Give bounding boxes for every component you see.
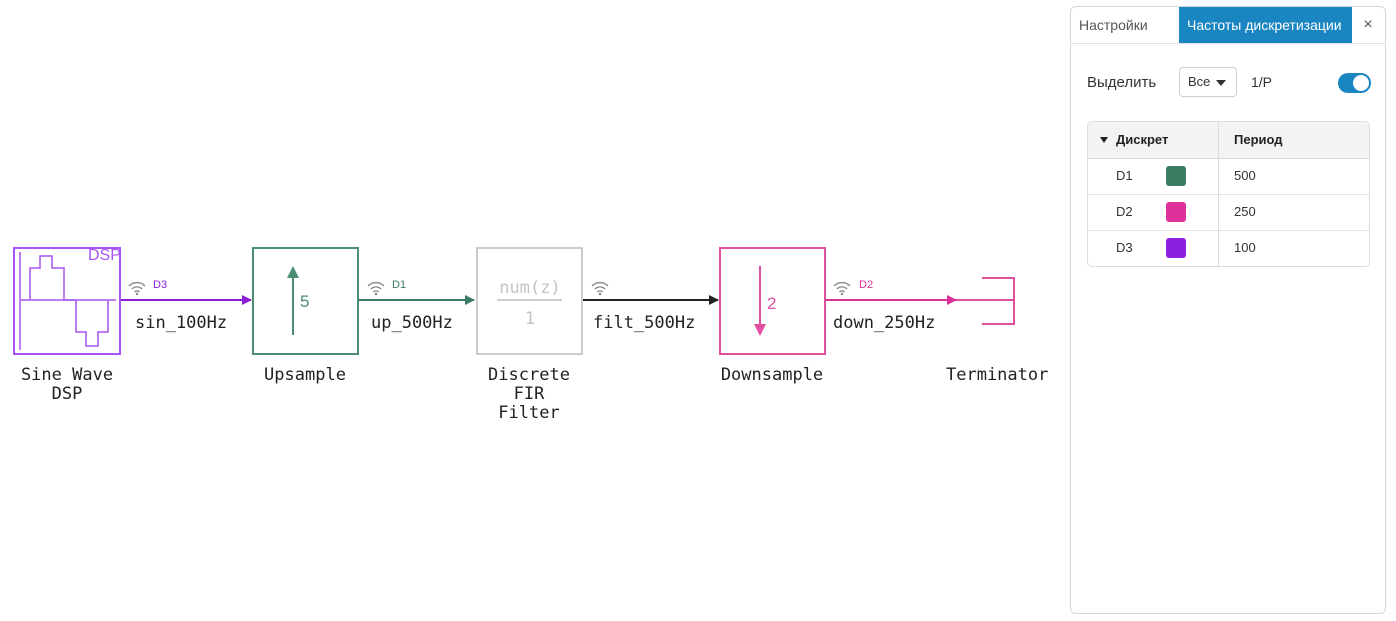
rate-color-swatch[interactable] — [1166, 202, 1186, 222]
block-label-terminator: Terminator — [946, 365, 1049, 385]
signal-label-down[interactable]: down_250Hz — [833, 313, 936, 333]
wifi-icon — [128, 281, 146, 296]
rates-table: Дискрет Период D1 500 D2 250 D3 100 — [1087, 121, 1370, 267]
upsample-factor: 5 — [300, 292, 310, 311]
table-row[interactable]: D2 250 — [1088, 194, 1369, 231]
diagram-svg — [13, 247, 1015, 355]
rate-color-swatch[interactable] — [1166, 166, 1186, 186]
dsp-badge: DSP — [88, 247, 121, 264]
close-icon[interactable]: × — [1363, 16, 1373, 33]
rate-period: 100 — [1234, 240, 1256, 255]
fir-numerator: num(z) — [499, 278, 561, 298]
model-canvas[interactable]: DSP 5 num(z) 1 2 D3 D1 D2 sin_100Hz up_5… — [0, 0, 1070, 621]
sine-wave-block[interactable] — [13, 247, 121, 355]
fir-denominator: 1 — [524, 309, 536, 329]
signal-label-sin[interactable]: sin_100Hz — [135, 313, 228, 333]
wifi-icon — [833, 281, 851, 296]
rate-tag-d3: D3 — [153, 279, 168, 291]
block-label-fir: Discrete FIR Filter — [488, 365, 570, 423]
column-header-discrete[interactable]: Дискрет — [1116, 132, 1169, 147]
wifi-icon — [591, 281, 609, 296]
upsample-block[interactable] — [252, 247, 359, 355]
panel-tabs: Настройки Частоты дискретизации × — [1071, 7, 1385, 44]
period-toggle-label: 1/P — [1251, 74, 1273, 90]
block-label-sine: Sine Wave DSP — [20, 365, 114, 404]
tab-settings[interactable]: Настройки — [1079, 17, 1148, 33]
sort-desc-icon[interactable] — [1100, 137, 1108, 143]
rate-period: 500 — [1234, 168, 1256, 183]
toggle-knob — [1353, 75, 1369, 91]
rate-name: D1 — [1116, 168, 1133, 183]
signal-label-filt[interactable]: filt_500Hz — [593, 313, 696, 333]
sample-rates-panel: Настройки Частоты дискретизации × Выдели… — [1070, 6, 1386, 614]
highlight-select[interactable]: Все — [1179, 67, 1237, 97]
rate-name: D2 — [1116, 204, 1133, 219]
rate-name: D3 — [1116, 240, 1133, 255]
rate-tag-d1: D1 — [392, 279, 407, 291]
column-header-period[interactable]: Период — [1234, 132, 1283, 147]
downsample-factor: 2 — [767, 294, 777, 313]
table-row[interactable]: D1 500 — [1088, 158, 1369, 195]
block-label-upsample: Upsample — [264, 365, 346, 385]
highlight-label: Выделить — [1087, 74, 1157, 91]
fir-filter-block[interactable] — [476, 247, 583, 355]
table-header: Дискрет Период — [1088, 122, 1369, 159]
rate-period: 250 — [1234, 204, 1256, 219]
downsample-block[interactable] — [719, 247, 826, 355]
terminator-block[interactable] — [956, 277, 1015, 325]
chevron-down-icon — [1216, 80, 1226, 86]
rate-color-swatch[interactable] — [1166, 238, 1186, 258]
highlight-row: Выделить Все 1/P — [1087, 67, 1371, 99]
signal-label-up[interactable]: up_500Hz — [371, 313, 453, 333]
block-label-downsample: Downsample — [720, 365, 824, 385]
wifi-icon — [367, 281, 385, 296]
tab-sample-rates[interactable]: Частоты дискретизации — [1179, 7, 1352, 43]
rate-tag-d2: D2 — [859, 279, 874, 291]
period-toggle[interactable] — [1338, 73, 1371, 93]
highlight-select-value: Все — [1188, 74, 1211, 89]
table-row[interactable]: D3 100 — [1088, 230, 1369, 266]
